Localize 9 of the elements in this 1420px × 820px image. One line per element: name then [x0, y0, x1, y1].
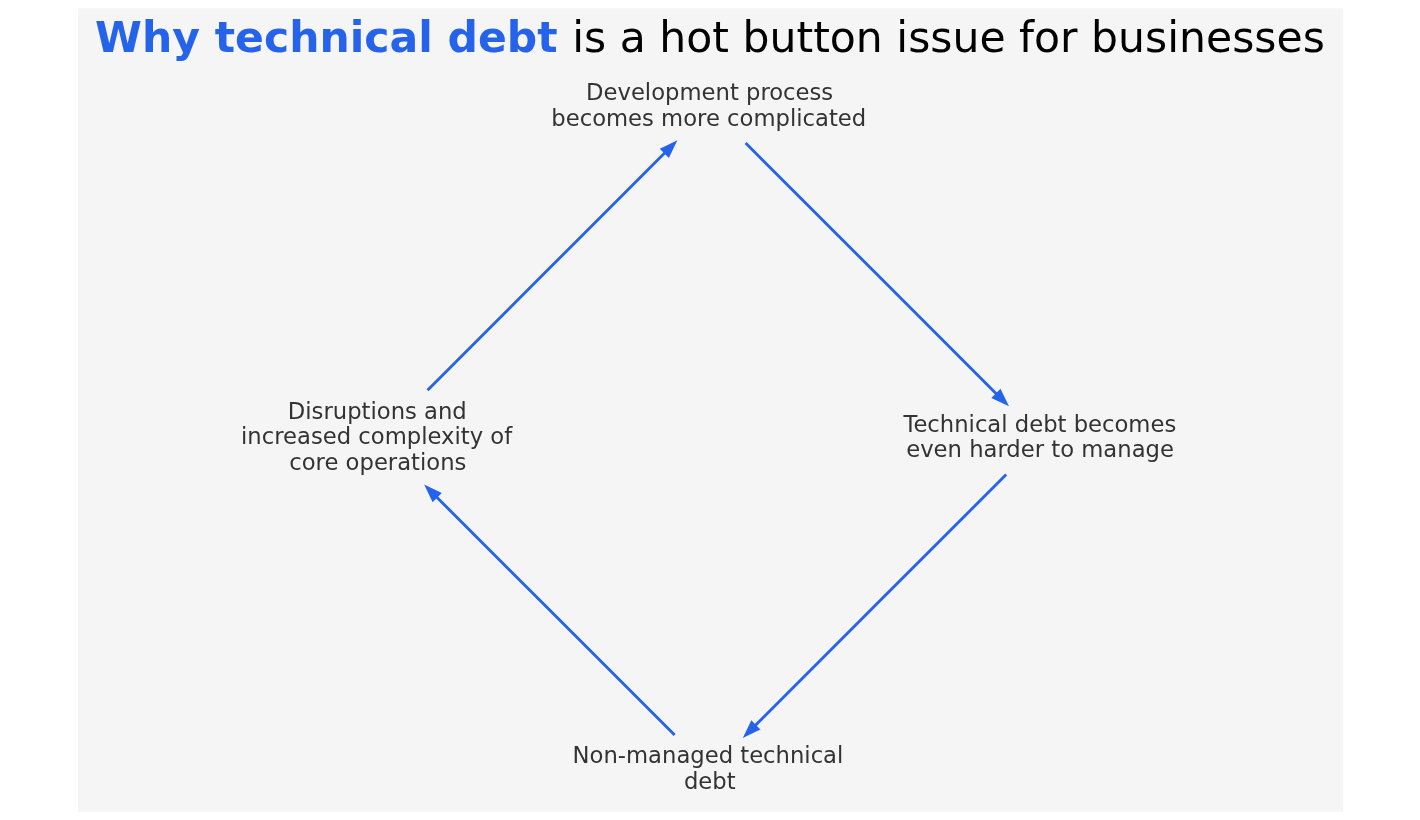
node-text: Non-managed technical debt — [572, 742, 843, 794]
diagram-title: Why technical debt is a hot button issue for businesses — [94, 13, 1325, 63]
node-text: Technical debt becomes even harder to manage — [902, 410, 1176, 463]
node-text: Disruptions and increased complexity of core operations — [240, 397, 512, 475]
arrow — [426, 140, 677, 392]
arrow — [742, 473, 1007, 738]
arrow — [744, 142, 1009, 407]
node-text: Development process becomes more complicated — [550, 79, 866, 131]
arrow — [423, 484, 676, 737]
